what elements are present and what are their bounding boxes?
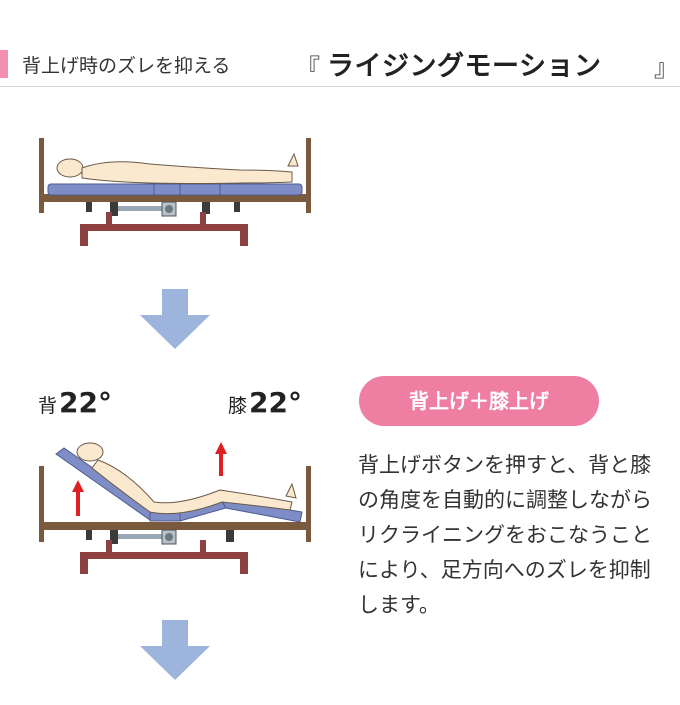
feature-description: 背上げボタンを押すと、背と膝の角度を自動的に調整しながらリクライニングをおこなう… (358, 453, 652, 617)
flat-bed-illustration (39, 138, 311, 246)
knee-angle-value: 22° (249, 386, 302, 419)
headboard (39, 138, 44, 213)
header-accent-bar (0, 50, 8, 78)
back-angle-value: 22° (59, 386, 112, 419)
lying-person (56, 152, 299, 184)
bed-base (80, 212, 248, 246)
header-bracket-close: 』 (654, 54, 678, 82)
mode-badge: 背上げ＋膝上げ (359, 376, 599, 426)
back-angle-label: 背22° (38, 386, 112, 419)
section-header: 背上げ時のズレを抑える 『 ライジングモーション 』 (0, 0, 680, 87)
knee-lift-arrow-icon (215, 442, 227, 476)
lift-mechanism (86, 529, 234, 545)
reclined-person (76, 442, 297, 515)
down-arrow-icon (140, 620, 210, 680)
headboard (39, 466, 44, 542)
header-title: ライジングモーション (327, 51, 602, 82)
bed-frame (42, 522, 308, 530)
footboard (306, 138, 311, 213)
raised-bed-illustration (39, 442, 311, 574)
bed-frame (42, 194, 308, 202)
lift-mechanism (86, 201, 240, 217)
knee-angle-label: 膝22° (228, 386, 302, 419)
mattress (47, 183, 303, 196)
back-lift-arrow-icon (72, 480, 84, 516)
header-lead-text: 背上げ時のズレを抑える (22, 55, 231, 77)
footboard (306, 466, 311, 542)
header-bracket-open: 『 (296, 54, 320, 82)
bed-base (80, 540, 248, 574)
down-arrow-icon (140, 289, 210, 349)
